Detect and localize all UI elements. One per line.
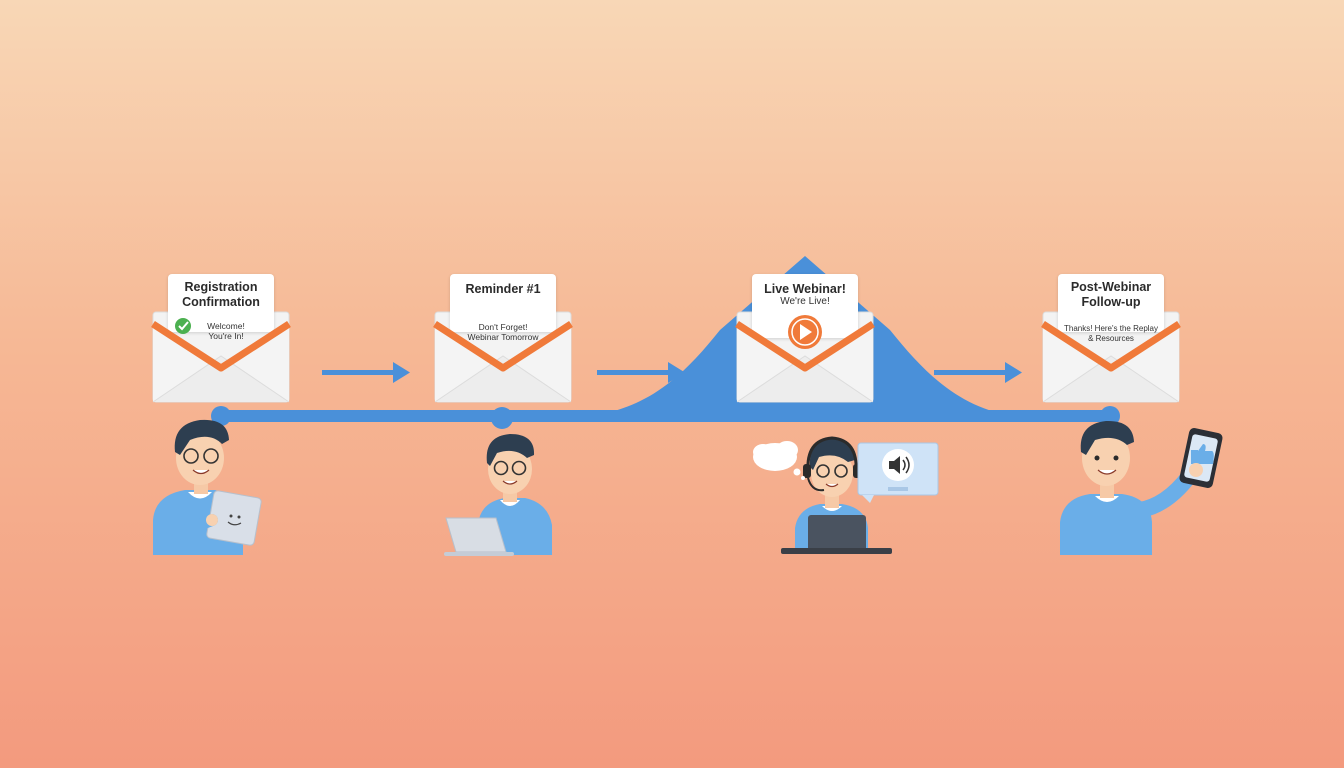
step-3-body: We're Live!	[765, 297, 845, 307]
envelope-3-front	[735, 321, 875, 403]
step-2-body-line2: Webinar Tomorrow	[467, 332, 539, 342]
speaker-icon	[857, 442, 939, 503]
step-4-card: Post-Webinar Follow-up	[1058, 274, 1164, 332]
timeline-node-1	[211, 406, 231, 426]
person-1	[153, 419, 262, 555]
timeline-node-2	[491, 407, 513, 429]
step-1-body: Welcome! You're In!	[196, 321, 256, 341]
step-4-body-line2: & Resources	[1088, 334, 1134, 343]
step-4-title: Post-Webinar Follow-up	[1070, 280, 1152, 309]
person-3	[753, 436, 939, 554]
arrow-1	[322, 362, 410, 383]
step-4-body-line1: Thanks! Here's the Replay	[1063, 324, 1158, 333]
check-icon	[175, 318, 191, 334]
tablet-icon	[206, 490, 262, 546]
person-4	[1060, 420, 1223, 555]
arrow-3	[934, 362, 1022, 383]
envelope-2-front	[433, 321, 573, 403]
step-1-body-line1: Welcome!	[207, 321, 245, 331]
arrow-2	[597, 362, 685, 383]
play-icon	[788, 315, 822, 349]
thought-bubble-icon	[753, 441, 805, 480]
step-2-body: Don't Forget! Webinar Tomorrow	[458, 322, 548, 342]
step-4-body: Thanks! Here's the Replay & Resources	[1058, 324, 1164, 344]
timeline-line	[218, 410, 1112, 422]
step-1-body-line2: You're In!	[208, 331, 244, 341]
thumbs-up-icon	[1191, 444, 1214, 464]
step-3-body-line1: We're Live!	[780, 296, 830, 307]
step-2-body-line1: Don't Forget!	[478, 322, 528, 332]
step-1-title: Registration Confirmation	[182, 280, 260, 309]
envelope-4-front	[1041, 321, 1181, 403]
laptop-icon	[444, 517, 514, 556]
timeline-node-4	[1100, 406, 1120, 426]
step-2-title: Reminder #1	[465, 282, 541, 296]
step-3-title: Live Webinar!	[764, 282, 846, 296]
person-2	[444, 434, 552, 556]
envelope-1-front	[151, 321, 291, 403]
step-2-card: Reminder #1	[450, 274, 556, 332]
